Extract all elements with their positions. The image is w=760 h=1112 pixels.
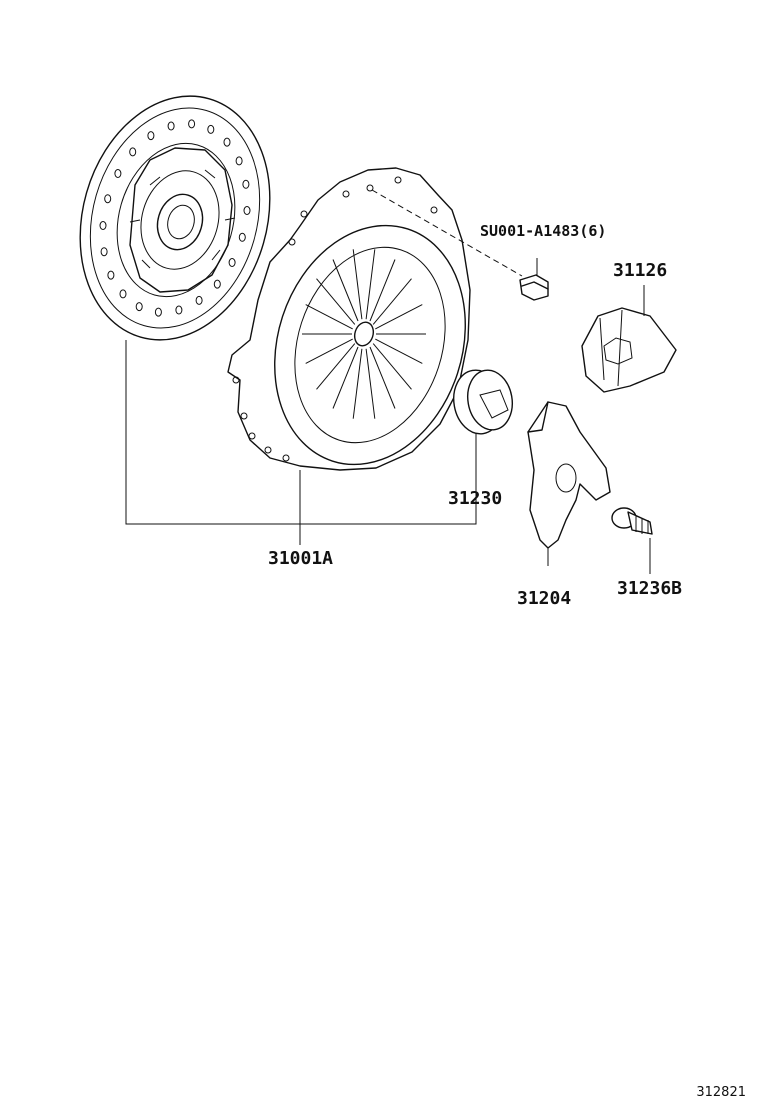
disc-rivet bbox=[195, 295, 203, 305]
disc-rivet bbox=[114, 169, 122, 178]
disc-rivet bbox=[242, 179, 250, 189]
disc-rivet bbox=[207, 124, 215, 134]
bolt-alignment-line bbox=[371, 189, 523, 277]
disc-rivet bbox=[213, 279, 221, 289]
diaphragm-finger bbox=[352, 348, 363, 419]
diaphragm-finger bbox=[369, 346, 396, 409]
diaphragm-finger bbox=[332, 346, 359, 409]
part-label-release-bearing[interactable]: 31230 bbox=[448, 488, 503, 509]
disc-rivet bbox=[235, 156, 243, 166]
diagram-id: 312821 bbox=[696, 1085, 746, 1100]
disc-rivet bbox=[238, 232, 246, 242]
diaphragm-finger bbox=[305, 304, 353, 330]
disc-rivet bbox=[100, 247, 108, 257]
disc-rivet bbox=[129, 147, 137, 157]
diaphragm-finger bbox=[369, 259, 396, 322]
clutch-cover bbox=[227, 167, 471, 471]
diaphragm-finger bbox=[372, 278, 412, 325]
disc-rivet bbox=[188, 119, 196, 129]
diaphragm-finger bbox=[316, 343, 356, 390]
release-fork-boot bbox=[581, 285, 677, 393]
part-label-clutch-disc[interactable]: 31001A bbox=[268, 548, 334, 569]
release-fork bbox=[527, 401, 611, 566]
pivot-bolt bbox=[611, 507, 653, 574]
disc-rivet bbox=[228, 258, 236, 267]
disc-rivet bbox=[104, 194, 112, 204]
diaphragm-finger bbox=[305, 338, 353, 364]
disc-rivet bbox=[243, 206, 251, 215]
disc-rivet bbox=[119, 289, 127, 299]
diaphragm-finger bbox=[372, 343, 412, 390]
part-label-release-fork[interactable]: 31204 bbox=[517, 588, 572, 609]
disc-rivet bbox=[154, 307, 162, 317]
disc-rivet bbox=[175, 305, 183, 315]
diaphragm-finger bbox=[375, 338, 423, 364]
diaphragm-finger bbox=[316, 278, 356, 325]
disc-rivet bbox=[223, 137, 231, 147]
diaphragm-finger bbox=[375, 304, 423, 330]
diaphragm-finger bbox=[332, 259, 359, 322]
disc-rivet bbox=[99, 221, 107, 230]
diaphragm-finger bbox=[365, 348, 376, 419]
cover-bolt bbox=[519, 258, 549, 301]
part-label-pivot-bolt[interactable]: 31236B bbox=[617, 578, 683, 599]
part-label-cover-bolt[interactable]: SU001-A1483(6) bbox=[480, 222, 607, 240]
release-bearing bbox=[453, 369, 513, 488]
disc-rivet bbox=[147, 131, 155, 141]
part-label-boot[interactable]: 31126 bbox=[613, 260, 668, 281]
diaphragm-finger bbox=[352, 249, 363, 320]
disc-rivet bbox=[167, 121, 175, 131]
disc-rivet bbox=[107, 270, 115, 280]
clutch-disc bbox=[79, 95, 271, 341]
disc-rivet bbox=[135, 302, 143, 312]
diaphragm-finger bbox=[365, 249, 376, 320]
